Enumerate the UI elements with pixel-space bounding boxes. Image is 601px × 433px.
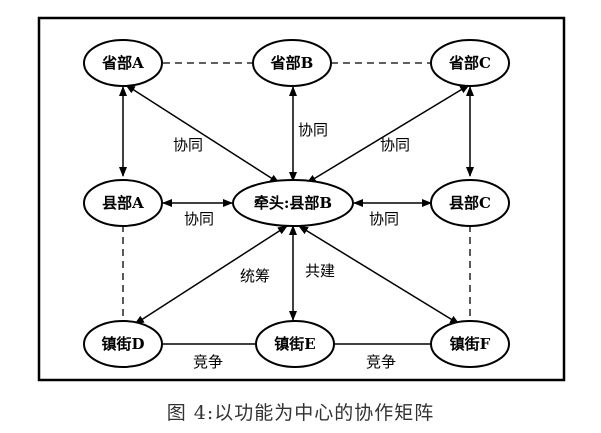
label-coordinate: 统筹 [240,267,270,285]
arrow-lead-town-d [134,225,288,325]
node-county-a: 县部A [83,179,163,227]
label-left-up: 协同 [173,136,203,154]
svg-text:省部A: 省部A [101,54,144,72]
label-right-up: 协同 [380,136,410,154]
node-town-e: 镇街E [255,320,335,368]
diagram-frame [37,16,566,382]
label-co-build: 共建 [305,262,335,280]
node-town-d: 镇街D [83,320,163,368]
label-right-mid: 协同 [369,210,399,228]
node-prov-b: 省部B [252,39,332,87]
label-left-mid: 协同 [184,210,214,228]
svg-text:县部A: 县部A [102,194,144,212]
svg-text:省部C: 省部C [448,54,491,72]
svg-text:镇街F: 镇街F [450,335,491,353]
arrow-lead-town-f [298,225,460,325]
svg-text:县部C: 县部C [449,194,491,212]
arrow-prov-c-lead [306,84,470,184]
label-compete-left: 竞争 [193,353,223,371]
label-center-up: 协同 [298,121,328,139]
label-compete-right: 竞争 [366,353,396,371]
node-prov-a: 省部A [83,39,163,87]
figure-caption: 图 4:以功能为中心的协作矩阵 [166,402,435,424]
node-town-f: 镇街F [430,320,510,368]
svg-text:牵头:县部B: 牵头:县部B [254,194,332,212]
node-county-c: 县部C [430,179,510,227]
svg-text:镇街E: 镇街E [274,335,315,353]
node-lead-county-b: 牵头:县部B [232,179,354,227]
node-prov-c: 省部C [430,39,510,87]
svg-text:省部B: 省部B [270,54,314,72]
svg-text:镇街D: 镇街D [101,335,144,353]
arrow-prov-a-lead [125,84,280,184]
